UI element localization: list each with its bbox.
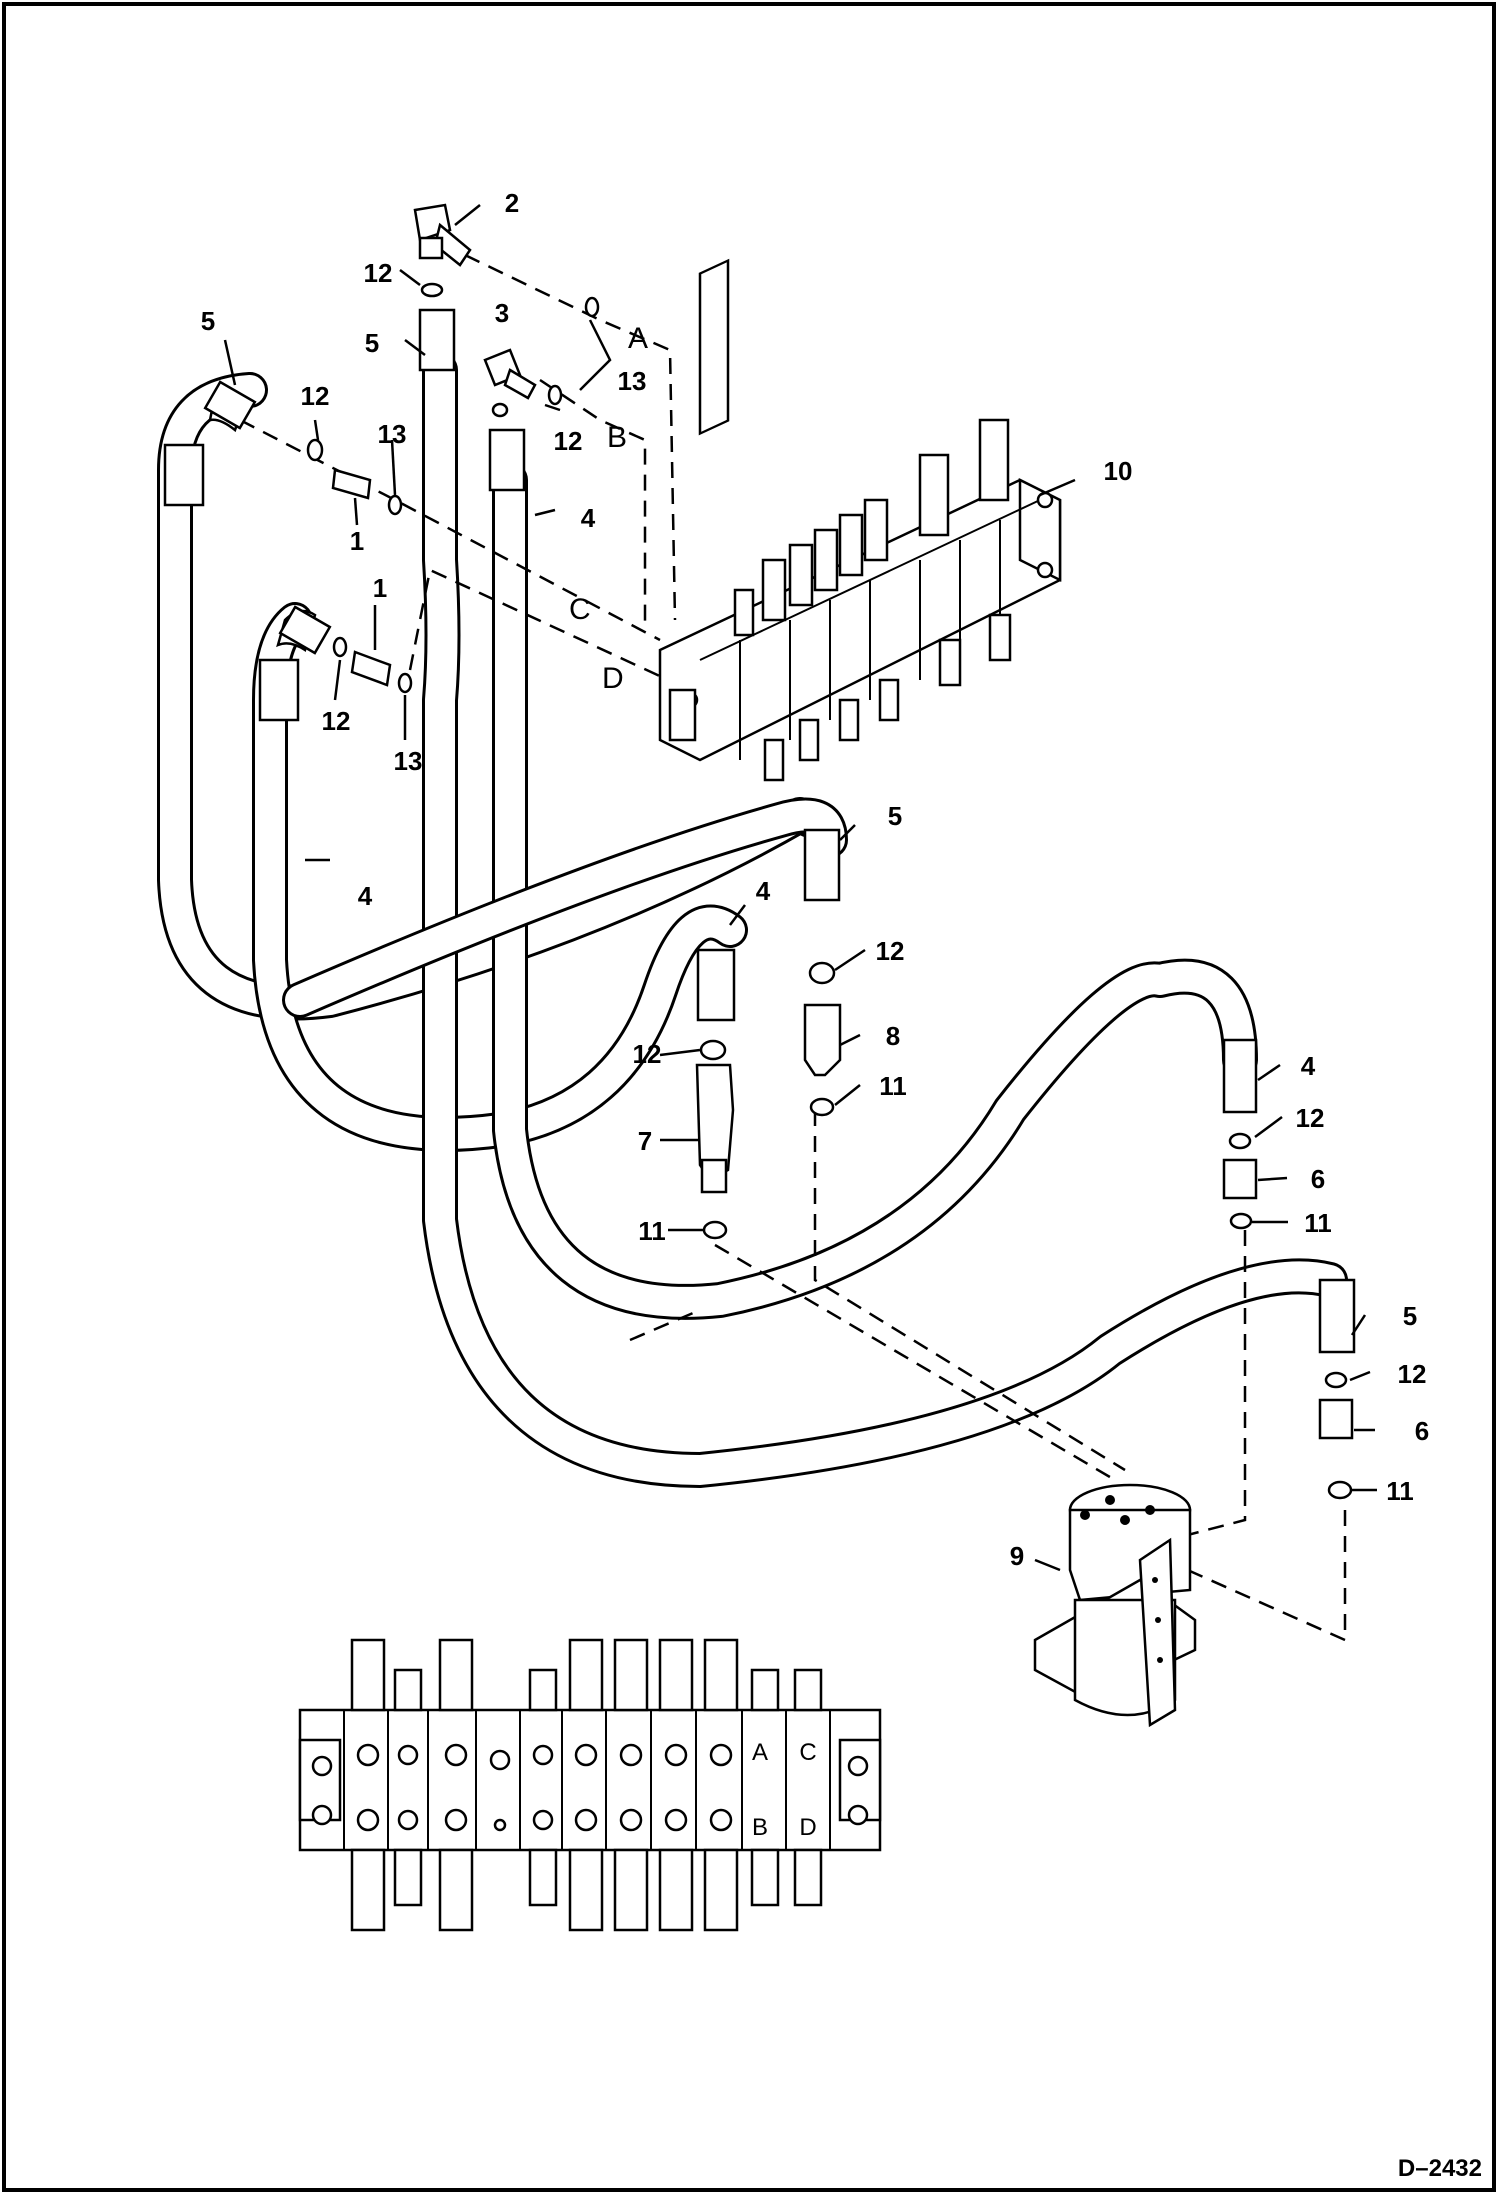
callout-5-left: 5 <box>201 306 215 336</box>
callout-10: 10 <box>1104 456 1133 486</box>
port-letter-a: A <box>628 322 648 355</box>
callout-12-right-lower: 12 <box>1398 1359 1427 1389</box>
callout-13-top: 13 <box>618 366 647 396</box>
callout-13-left: 13 <box>378 419 407 449</box>
callout-4-top: 4 <box>581 503 596 533</box>
valve-port-label-d: D <box>799 1814 816 1841</box>
callout-11-right-lower: 11 <box>1386 1476 1414 1506</box>
swivel-9 <box>1033 1483 1197 1728</box>
valve-port-label-a: A <box>752 1739 768 1766</box>
callout-1-upper: 1 <box>350 526 364 556</box>
callout-7: 7 <box>638 1126 652 1156</box>
valve-bank-front-view: A B C D <box>298 1638 882 1932</box>
callout-6-upper: 6 <box>1311 1164 1325 1194</box>
callout-5-center: 5 <box>365 328 379 358</box>
callout-5-mid: 5 <box>888 801 902 831</box>
port-letter-b: B <box>607 421 627 454</box>
callout-3: 3 <box>495 298 509 328</box>
callout-12-valve7: 12 <box>633 1039 662 1069</box>
callout-4-left: 4 <box>358 881 373 911</box>
callout-11-valve8: 11 <box>879 1071 907 1101</box>
leader-lines <box>223 204 1377 1572</box>
middle-fittings <box>695 828 1356 1500</box>
callout-4-right: 4 <box>1301 1051 1316 1081</box>
upper-fittings <box>163 203 600 722</box>
callout-1-lower: 1 <box>373 573 387 603</box>
callout-6-lower: 6 <box>1415 1416 1429 1446</box>
callout-11-valve7: 11 <box>638 1216 666 1246</box>
valve-port-label-b: B <box>752 1814 768 1841</box>
callout-13-lower: 13 <box>394 746 423 776</box>
hose-group <box>157 352 1348 1488</box>
callout-8: 8 <box>886 1021 900 1051</box>
callout-11-right-upper: 11 <box>1304 1208 1332 1238</box>
callout-numbers: 2 12 5 5 3 13 12 13 12 1 4 10 1 12 13 5 … <box>201 188 1429 1571</box>
callout-4-mid: 4 <box>756 876 771 906</box>
callout-12-right-upper: 12 <box>1296 1103 1325 1133</box>
callout-12-mid: 12 <box>554 426 583 456</box>
valve-port-label-c: C <box>799 1739 816 1766</box>
callout-5-right: 5 <box>1403 1301 1417 1331</box>
callout-9: 9 <box>1010 1541 1024 1571</box>
callout-12-lower: 12 <box>322 706 351 736</box>
drawing-id: D–2432 <box>1398 2155 1482 2182</box>
callout-12-valve8: 12 <box>876 936 905 966</box>
callout-12-left: 12 <box>301 381 330 411</box>
callout-12-top: 12 <box>364 258 393 288</box>
control-valve-10 <box>658 258 1062 782</box>
port-letter-c: C <box>569 593 591 626</box>
callout-2: 2 <box>505 188 519 218</box>
port-letter-d: D <box>602 662 624 695</box>
